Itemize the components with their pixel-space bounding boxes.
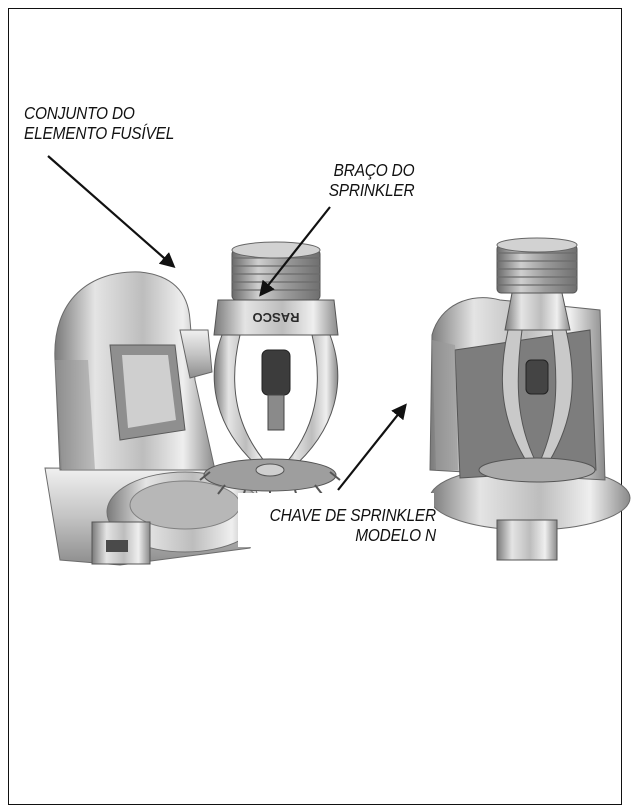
arrow-sprinkler-arm xyxy=(259,206,331,297)
label-fusible-line1: CONJUNTO DO xyxy=(24,103,135,123)
arrow-wrench-model xyxy=(337,403,407,491)
label-sprinkler-arm: BRAÇO DO SPRINKLER xyxy=(328,160,414,200)
label-wrench-line1: CHAVE DE SPRINKLER xyxy=(269,505,436,525)
label-wrench-background xyxy=(238,493,434,547)
arrow-fusible-element xyxy=(47,155,176,269)
label-fusible-element: CONJUNTO DO ELEMENTO FUSÍVEL xyxy=(24,103,174,143)
label-arm-line1: BRAÇO DO xyxy=(333,160,414,180)
label-sprinkler-wrench: CHAVE DE SPRINKLER MODELO N xyxy=(270,505,436,545)
label-arm-line2: SPRINKLER xyxy=(328,180,414,200)
wrench-left xyxy=(44,271,264,566)
sprinkler-head xyxy=(199,241,341,502)
label-fusible-line2: ELEMENTO FUSÍVEL xyxy=(24,123,175,143)
wrench-right xyxy=(429,237,631,561)
sprinkler-marking: RASCO xyxy=(253,310,300,325)
label-wrench-line2: MODELO N xyxy=(355,525,436,545)
